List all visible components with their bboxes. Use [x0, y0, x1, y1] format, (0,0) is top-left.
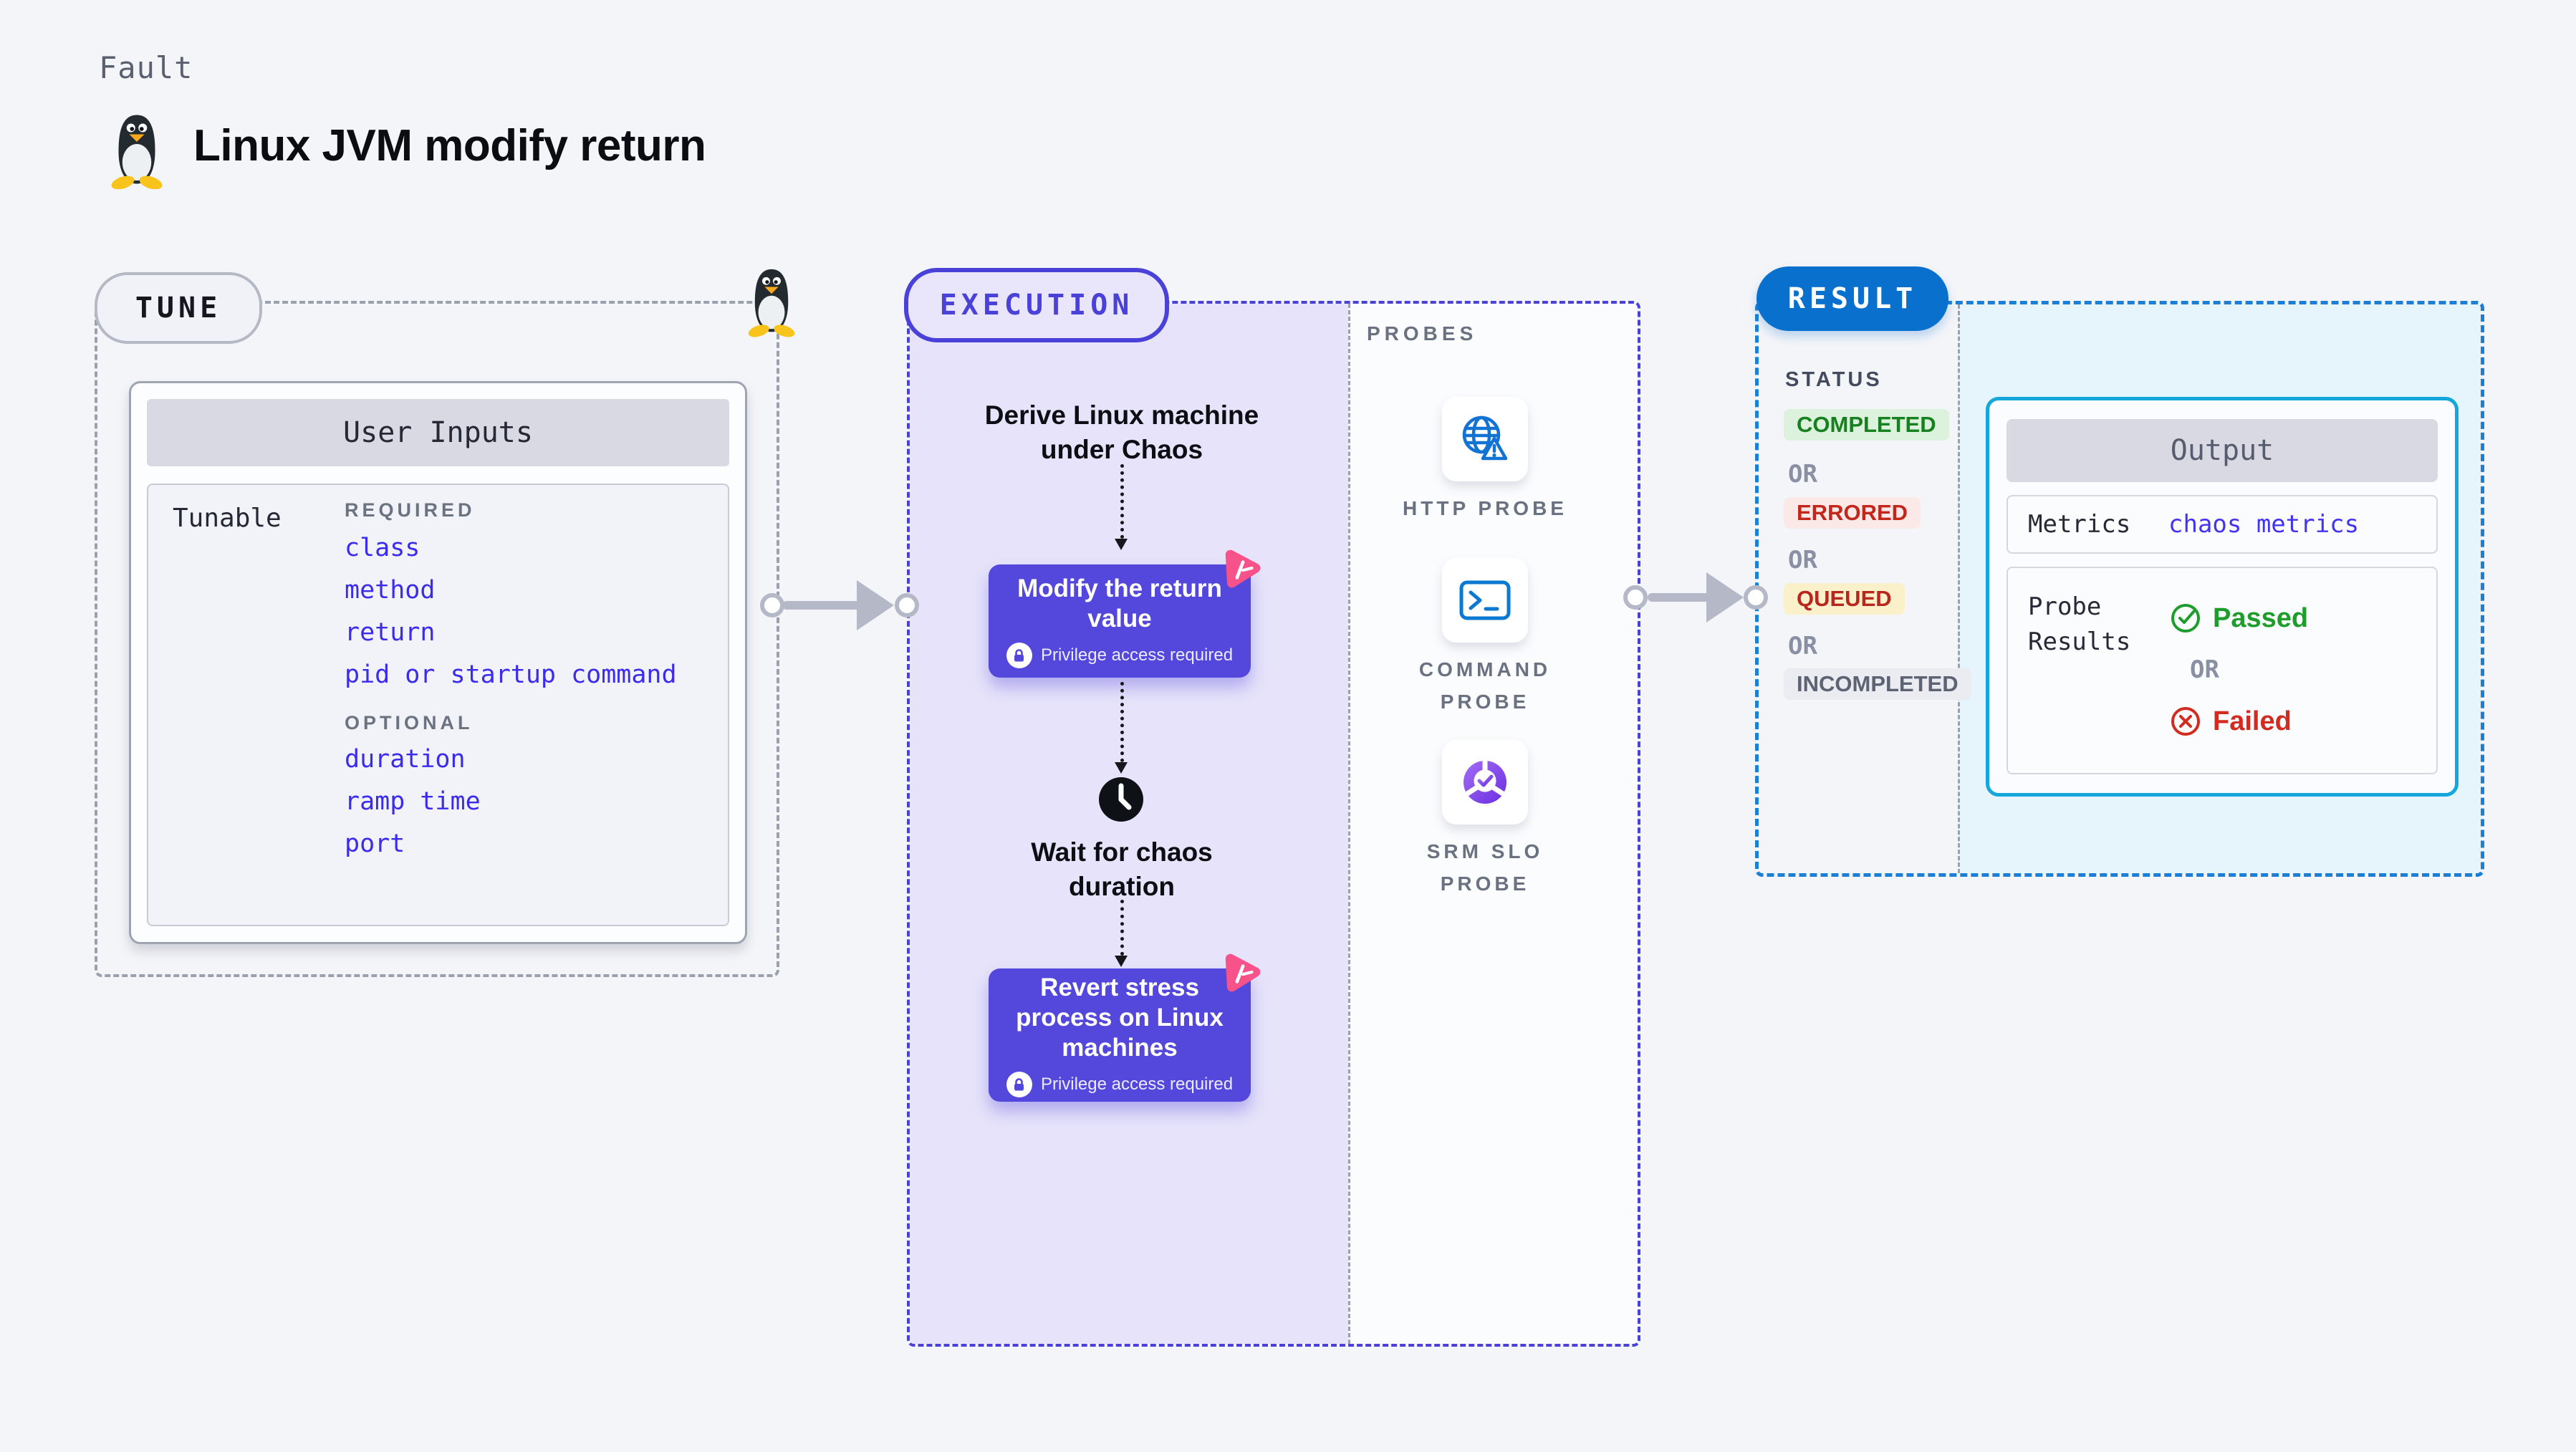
- output-card: Output Metrics chaos metrics Probe Resul…: [1986, 397, 2459, 797]
- status-column-label: STATUS: [1785, 368, 1883, 391]
- tux-penguin-icon: [111, 115, 163, 189]
- connector-dot-icon: [1744, 585, 1768, 610]
- privilege-badge: Privilege access required: [1006, 643, 1233, 668]
- input-duration: duration: [345, 745, 466, 774]
- revert-step-title: Revert stress process on Linux machines: [1016, 973, 1224, 1062]
- failed-text: Failed: [2213, 706, 2292, 736]
- check-circle-icon: [2171, 604, 2200, 633]
- probes-column-label: PROBES: [1367, 322, 1478, 345]
- command-probe-card: [1442, 558, 1528, 643]
- srm-slo-probe-label: SRM SLO PROBE: [1426, 840, 1544, 895]
- modify-return-step: Modify the return value Privilege access…: [989, 564, 1251, 678]
- execution-section-pill: EXECUTION: [904, 268, 1169, 342]
- privilege-badge-text: Privilege access required: [1040, 645, 1234, 665]
- wait-clock-icon: [1099, 777, 1143, 822]
- execution-section-box: [907, 301, 1640, 1347]
- wait-step-text: Wait for chaos duration: [1031, 837, 1213, 902]
- probes-lane-divider: [1348, 304, 1350, 1344]
- privilege-badge-text: Privilege access required: [1040, 1074, 1234, 1094]
- arrow-head-icon: [857, 580, 894, 630]
- http-probe-label: HTTP PROBE: [1403, 497, 1567, 519]
- slo-check-icon: [1464, 759, 1506, 804]
- tune-section-pill: TUNE: [95, 272, 262, 344]
- passed-text: Passed: [2213, 602, 2309, 633]
- execution-to-result-arrow: [1648, 593, 1711, 602]
- user-inputs-card: User Inputs Tunable REQUIRED class metho…: [129, 381, 747, 944]
- lock-icon: [1006, 1072, 1032, 1097]
- input-class: class: [345, 534, 420, 562]
- tune-to-execution-arrow: [782, 601, 860, 610]
- output-title: Output: [2007, 419, 2438, 482]
- flow-connector: [1120, 682, 1124, 762]
- flow-connector: [1120, 900, 1124, 956]
- page-title: Linux JVM modify return: [193, 121, 706, 170]
- or-separator: OR: [1788, 546, 1817, 574]
- modify-step-title: Modify the return value: [1017, 574, 1222, 633]
- http-probe-card: [1442, 397, 1528, 481]
- connector-dot-icon: [1623, 585, 1648, 610]
- required-group-label: REQUIRED: [345, 499, 476, 521]
- metrics-label: Metrics: [2028, 510, 2131, 539]
- or-separator: OR: [2190, 655, 2219, 684]
- input-method: method: [345, 576, 436, 605]
- result-section-pill: RESULT: [1756, 266, 1948, 331]
- tux-penguin-icon: [748, 269, 795, 337]
- metrics-row: Metrics chaos metrics: [2007, 495, 2438, 554]
- srm-slo-probe-card: [1442, 740, 1528, 824]
- derive-step-text: Derive Linux machine under Chaos: [984, 400, 1259, 465]
- probe-results-row: Probe Results Passed OR Faile: [2007, 567, 2438, 774]
- status-badge-queued: QUEUED: [1784, 583, 1905, 615]
- or-separator: OR: [1788, 632, 1817, 660]
- status-badge-incompleted: INCOMPLETED: [1784, 668, 1971, 700]
- terminal-icon: [1459, 580, 1511, 620]
- connector-dot-icon: [760, 593, 784, 617]
- globe-alert-icon: [1462, 415, 1508, 461]
- flow-connector: [1120, 464, 1124, 539]
- tunable-inputs-list: REQUIRED class method return pid or star…: [345, 499, 677, 874]
- chaos-fault-icon: [1225, 953, 1261, 992]
- execution-lane: [910, 304, 1348, 1344]
- probe-results-label: Probe Results: [2028, 592, 2131, 657]
- or-separator: OR: [1788, 460, 1817, 489]
- input-return: return: [345, 618, 436, 647]
- optional-group-label: OPTIONAL: [345, 712, 474, 734]
- input-port: port: [345, 830, 405, 858]
- status-badge-completed: COMPLETED: [1784, 409, 1949, 441]
- probe-results-values: Passed OR Failed: [2170, 602, 2308, 737]
- failed-row: Failed: [2170, 706, 2308, 737]
- user-inputs-title: User Inputs: [147, 399, 729, 466]
- result-lane-divider: [1958, 304, 1960, 873]
- x-circle-icon: [2171, 707, 2200, 736]
- connector-dot-icon: [895, 593, 919, 617]
- user-inputs-table: Tunable REQUIRED class method return pid…: [147, 484, 729, 926]
- arrow-down-icon: [1115, 762, 1128, 774]
- metrics-value: chaos metrics: [2168, 510, 2360, 539]
- revert-stress-step: Revert stress process on Linux machines …: [989, 968, 1251, 1102]
- tune-section-box: [95, 301, 779, 977]
- privilege-badge: Privilege access required: [1006, 1072, 1233, 1097]
- arrow-head-icon: [1706, 572, 1744, 622]
- input-pid-or-startup-command: pid or startup command: [345, 660, 677, 689]
- chaos-fault-icon: [1225, 549, 1261, 588]
- passed-row: Passed: [2170, 602, 2308, 634]
- tunable-row-label: Tunable: [173, 504, 282, 533]
- status-badge-errored: ERRORED: [1784, 497, 1921, 529]
- fault-eyebrow: Fault: [99, 50, 193, 85]
- input-ramp-time: ramp time: [345, 787, 481, 816]
- arrow-down-icon: [1115, 539, 1128, 550]
- lock-icon: [1006, 643, 1032, 668]
- arrow-down-icon: [1115, 956, 1128, 967]
- command-probe-label: COMMAND PROBE: [1418, 658, 1552, 713]
